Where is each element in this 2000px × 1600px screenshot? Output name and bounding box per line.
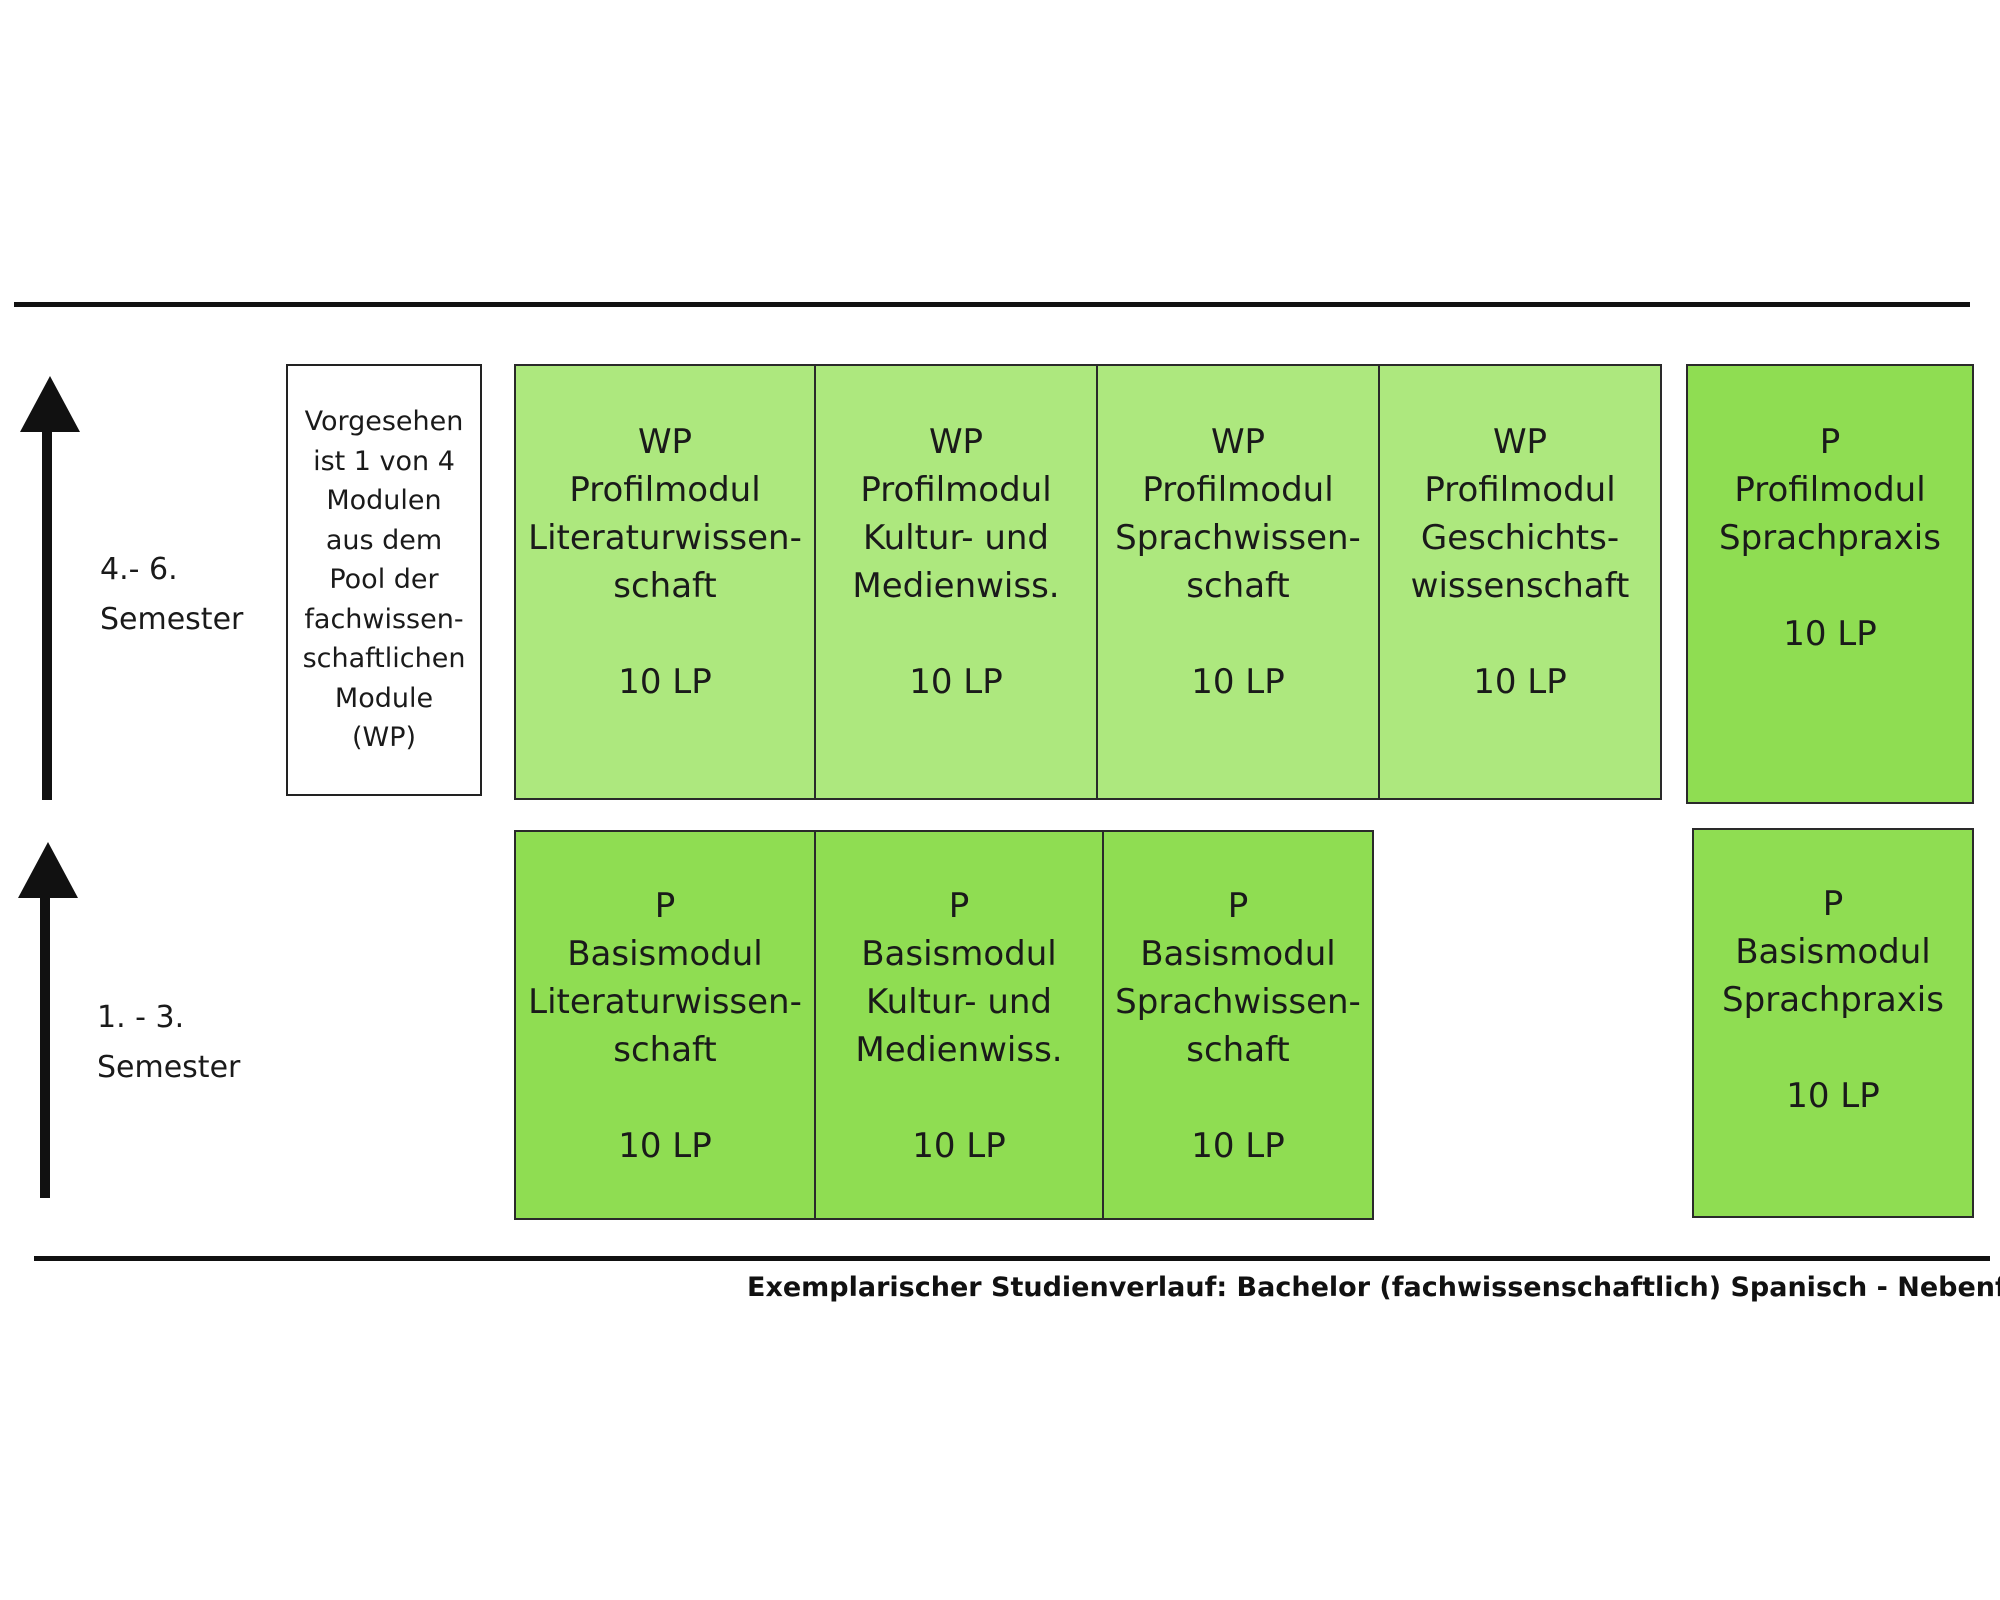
- module-credits: 10 LP: [1191, 1126, 1285, 1166]
- elective-note-box: Vorgesehen ist 1 von 4 Modulen aus dem P…: [286, 364, 482, 796]
- note-line: Modulen: [326, 485, 442, 517]
- module-line: schaft: [1186, 1030, 1290, 1070]
- module-line: schaft: [1186, 566, 1290, 606]
- semester-word: Semester: [97, 1050, 241, 1085]
- note-line: Vorgesehen: [304, 406, 464, 438]
- module-line: Profilmodul: [1734, 470, 1926, 510]
- note-line: fachwissen-: [304, 603, 464, 635]
- module-basis-kultur-medien: P Basismodul Kultur- und Medienwiss. 10 …: [814, 830, 1104, 1220]
- module-credits: 10 LP: [909, 662, 1003, 702]
- module-credits: 10 LP: [1191, 662, 1285, 702]
- semester-label-lower: 1. - 3. Semester: [97, 993, 240, 1093]
- module-credits: 10 LP: [912, 1126, 1006, 1166]
- module-line: wissenschaft: [1410, 566, 1630, 606]
- module-line: Sprachpraxis: [1722, 980, 1944, 1020]
- module-line: Profilmodul: [860, 470, 1052, 510]
- module-line: Medienwiss.: [852, 566, 1060, 606]
- module-basis-sprachwissenschaft: P Basismodul Sprachwissen- schaft 10 LP: [1102, 830, 1374, 1220]
- note-line: Module: [334, 682, 434, 714]
- module-line: Profilmodul: [569, 470, 761, 510]
- semester-range: 4.- 6.: [100, 552, 178, 587]
- module-line: Kultur- und: [862, 518, 1050, 558]
- module-profil-geschichtswissenschaft: WP Profilmodul Geschichts- wissenschaft …: [1378, 364, 1662, 800]
- semester-range: 1. - 3.: [97, 1000, 185, 1035]
- module-basis-literaturwissenschaft: P Basismodul Literaturwissen- schaft 10 …: [514, 830, 816, 1220]
- module-basis-sprachpraxis: P Basismodul Sprachpraxis 10 LP: [1692, 828, 1974, 1218]
- module-credits: 10 LP: [618, 662, 712, 702]
- module-line: Basismodul: [861, 934, 1057, 974]
- module-line: Basismodul: [567, 934, 763, 974]
- module-type: P: [948, 886, 970, 926]
- diagram-caption: Exemplarischer Studienverlauf: Bachelor …: [747, 1272, 2000, 1303]
- module-type: P: [1819, 422, 1841, 462]
- module-line: Kultur- und: [865, 982, 1053, 1022]
- note-line: ist 1 von 4: [313, 445, 455, 477]
- module-profil-literaturwissenschaft: WP Profilmodul Literaturwissen- schaft 1…: [514, 364, 816, 800]
- module-line: Literaturwissen-: [528, 982, 802, 1022]
- module-line: Geschichts-: [1420, 518, 1620, 558]
- top-divider-line: [14, 302, 1970, 307]
- module-line: Basismodul: [1735, 932, 1931, 972]
- note-line: schaftlichen: [302, 643, 466, 675]
- module-line: Sprachwissen-: [1115, 518, 1361, 558]
- module-profil-sprachpraxis: P Profilmodul Sprachpraxis 10 LP: [1686, 364, 1974, 804]
- module-type: WP: [1492, 422, 1548, 462]
- module-line: Sprachwissen-: [1115, 982, 1361, 1022]
- module-type: WP: [1210, 422, 1266, 462]
- arrow-up-icon: [20, 376, 80, 800]
- module-profil-kultur-medien: WP Profilmodul Kultur- und Medienwiss. 1…: [814, 364, 1098, 800]
- module-profil-sprachwissenschaft: WP Profilmodul Sprachwissen- schaft 10 L…: [1096, 364, 1380, 800]
- note-line: aus dem: [325, 524, 443, 556]
- module-type: P: [1822, 884, 1844, 924]
- semester-word: Semester: [100, 602, 244, 637]
- module-line: Profilmodul: [1142, 470, 1334, 510]
- note-line: (WP): [351, 722, 417, 754]
- module-credits: 10 LP: [1786, 1076, 1880, 1116]
- semester-label-upper: 4.- 6. Semester: [100, 545, 243, 645]
- module-line: Basismodul: [1140, 934, 1336, 974]
- module-line: schaft: [613, 566, 717, 606]
- module-type: WP: [637, 422, 693, 462]
- module-type: P: [654, 886, 676, 926]
- module-credits: 10 LP: [1783, 614, 1877, 654]
- module-line: Literaturwissen-: [528, 518, 802, 558]
- module-line: Medienwiss.: [855, 1030, 1063, 1070]
- arrow-up-icon: [18, 842, 78, 1198]
- module-credits: 10 LP: [1473, 662, 1567, 702]
- module-line: Sprachpraxis: [1719, 518, 1941, 558]
- module-line: Profilmodul: [1424, 470, 1616, 510]
- module-type: P: [1227, 886, 1249, 926]
- module-type: WP: [928, 422, 984, 462]
- module-credits: 10 LP: [618, 1126, 712, 1166]
- note-line: Pool der: [329, 564, 439, 596]
- bottom-divider-line: [34, 1256, 1990, 1261]
- module-line: schaft: [613, 1030, 717, 1070]
